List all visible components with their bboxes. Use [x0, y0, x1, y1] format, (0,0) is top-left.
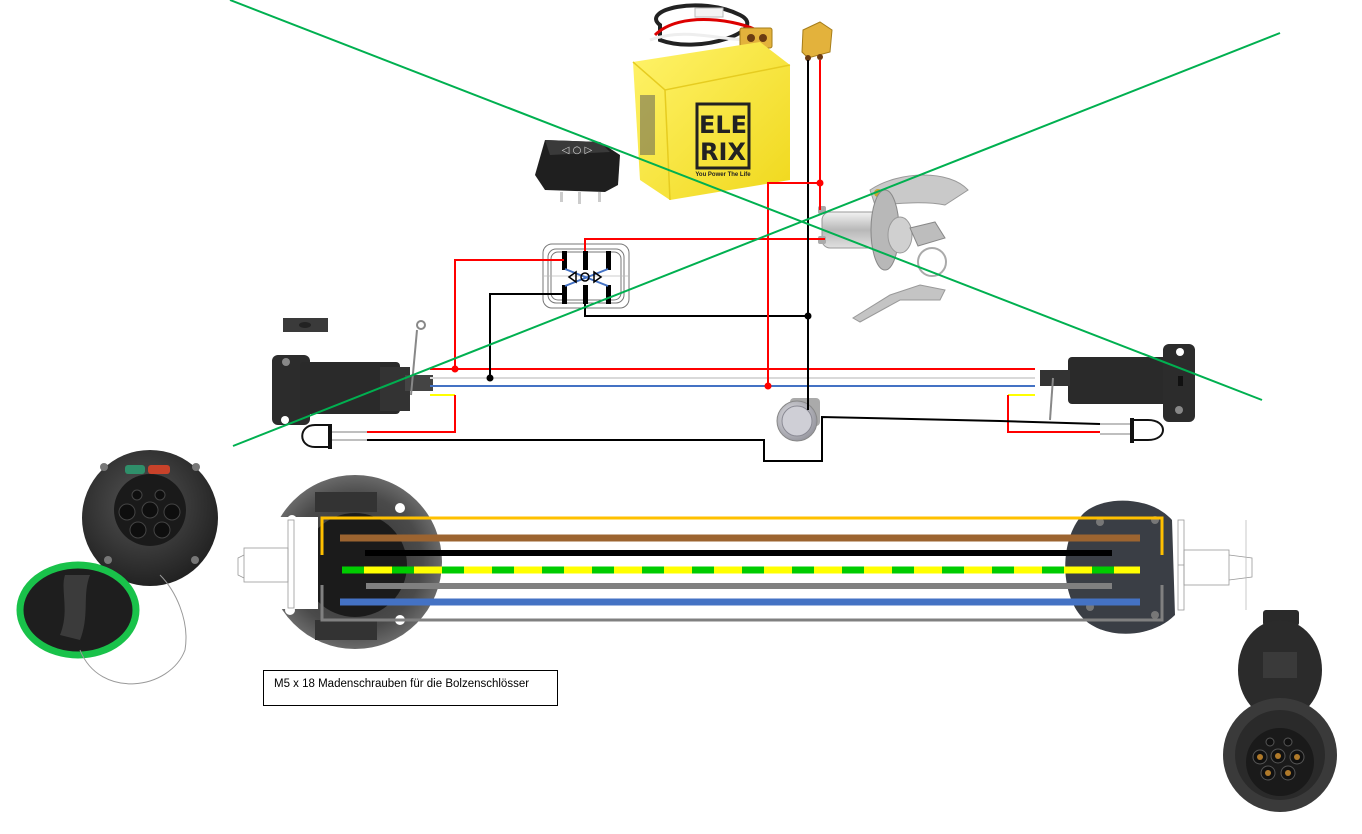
type2-inlet-with-cap — [16, 450, 218, 685]
battery-pack: ELE RIX You Power The Life — [632, 3, 791, 201]
junction-dot — [451, 365, 459, 373]
barcode-label — [640, 95, 655, 155]
type2-socket-with-flap — [1223, 610, 1337, 812]
bolt-lock-left — [272, 318, 433, 425]
battery-brand-line2: RIX — [700, 138, 746, 166]
led-right — [1100, 418, 1164, 443]
junction-dot — [816, 179, 824, 187]
note-text: M5 x 18 Madenschrauben für die Bolzensch… — [274, 678, 530, 690]
green-cross-line-a — [229, 0, 1263, 401]
rocker-switch-symbols: ◁ ○ ▷ — [562, 145, 593, 156]
harness-wire-thin-grey — [320, 585, 1164, 622]
green-cross-line-b — [232, 32, 1281, 447]
rocker-switch-schematic — [542, 243, 630, 309]
xt60-connector — [801, 21, 833, 61]
harness — [320, 516, 1164, 622]
push-button — [776, 398, 820, 442]
inlet-rear-left — [237, 475, 442, 649]
elerix-logo-frame — [695, 102, 751, 170]
control-wiring — [367, 60, 1101, 462]
junction-dot — [804, 312, 812, 320]
harness-wire-orange — [320, 516, 1164, 555]
rocker-switch: ◁ ○ ▷ — [535, 140, 620, 204]
key-switch — [818, 174, 969, 323]
junction-dot — [486, 374, 494, 382]
strike-through-lines — [229, 0, 1281, 447]
battery-brand-line1: ELE — [699, 111, 747, 139]
battery-slogan: You Power The Life — [695, 172, 751, 178]
led-left — [301, 424, 367, 449]
note-box: M5 x 18 Madenschrauben für die Bolzensch… — [263, 670, 558, 706]
junction-dot — [764, 382, 772, 390]
bolt-lock-right — [1040, 344, 1195, 422]
battery-balance-connector — [739, 27, 773, 49]
